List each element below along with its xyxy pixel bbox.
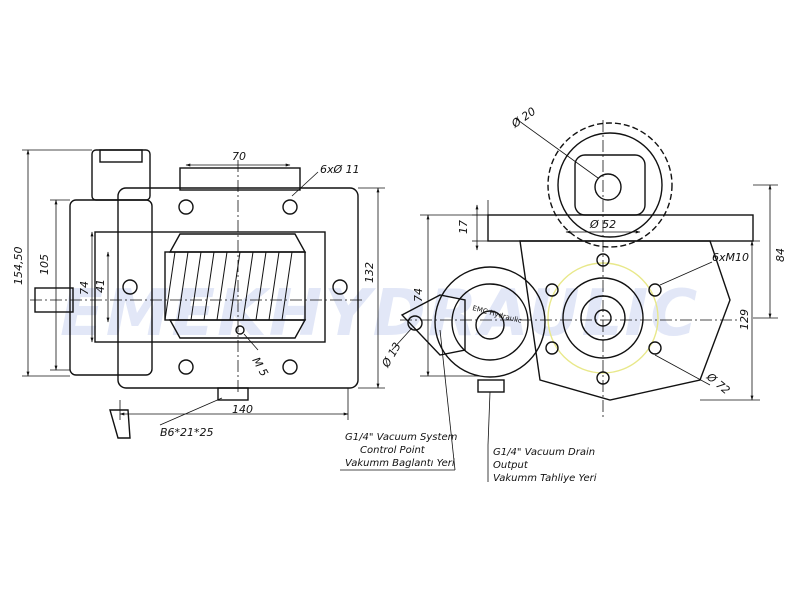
bottom-fitting [217, 387, 249, 401]
dim-holes: 6xØ 11 [320, 163, 360, 176]
dim-105: 105 [38, 254, 51, 275]
top-cylinder-cap [99, 149, 143, 163]
left-view [30, 149, 365, 439]
note-vacuum-control-1: G1/4" Vacuum System [345, 432, 458, 443]
gear-bracket [574, 154, 646, 216]
note-vacuum-control-3: Vakumm Baglantı Yeri [345, 458, 455, 469]
gear-top [168, 233, 307, 253]
right-dimensions [391, 117, 778, 401]
dim-154-50: 154,50 [12, 247, 25, 286]
bolt-hole [122, 279, 138, 295]
right-centre-lines [400, 120, 740, 420]
dim-84: 84 [774, 248, 787, 262]
bolt-m10 [545, 341, 559, 355]
bolt-hole [282, 199, 298, 215]
gear-bottom [168, 319, 307, 339]
note-vacuum-drain-1: G1/4" Vacuum Drain [493, 447, 595, 458]
centre-lines [30, 160, 365, 395]
flange-top-block [179, 167, 301, 191]
gear-teeth [164, 251, 293, 321]
dim-d52: Ø 52 [589, 218, 616, 231]
vacuum-pump [434, 266, 546, 378]
dim-140: 140 [232, 403, 253, 416]
bolt-hole [178, 359, 194, 375]
bolt-hole [178, 199, 194, 215]
drive-gear [547, 122, 673, 248]
bolt-hole [332, 279, 348, 295]
shaft-hole [594, 173, 622, 201]
dim-74-right: 74 [412, 288, 425, 302]
dim-132: 132 [363, 262, 376, 283]
elbow-fitting [109, 409, 131, 439]
right-view [400, 120, 754, 420]
dim-70: 70 [232, 150, 246, 163]
dim-41: 41 [94, 279, 107, 293]
dim-d20: Ø 20 [508, 105, 538, 131]
left-dimensions [22, 149, 385, 426]
dim-spline: B6*21*25 [160, 426, 214, 439]
vacuum-pump-face [451, 283, 529, 361]
dim-17: 17 [457, 220, 470, 234]
note-vacuum-drain-3: Vakumm Tahliye Yeri [493, 473, 597, 484]
pump-lug [400, 294, 466, 356]
note-vacuum-control-2: Control Point [360, 445, 426, 456]
inner-ring [562, 277, 644, 359]
thread-hole [235, 325, 245, 335]
dim-129: 129 [738, 309, 751, 330]
thread-label: M 5 [249, 355, 270, 379]
drain-fitting [477, 379, 505, 393]
bolt-hole [282, 359, 298, 375]
dim-74: 74 [78, 281, 91, 295]
vacuum-pump-hub [475, 310, 505, 340]
bolt-m10 [648, 283, 662, 297]
note-leaders [340, 329, 491, 482]
drive-gear-inner [557, 132, 663, 238]
dim-bolts: 6xM10 [712, 251, 749, 264]
bolt-m10 [545, 283, 559, 297]
lug-hole [407, 315, 423, 331]
bolt-m10 [648, 341, 662, 355]
top-plate [487, 214, 754, 242]
note-vacuum-drain-2: Output [493, 460, 529, 471]
inner-housing [94, 231, 326, 343]
